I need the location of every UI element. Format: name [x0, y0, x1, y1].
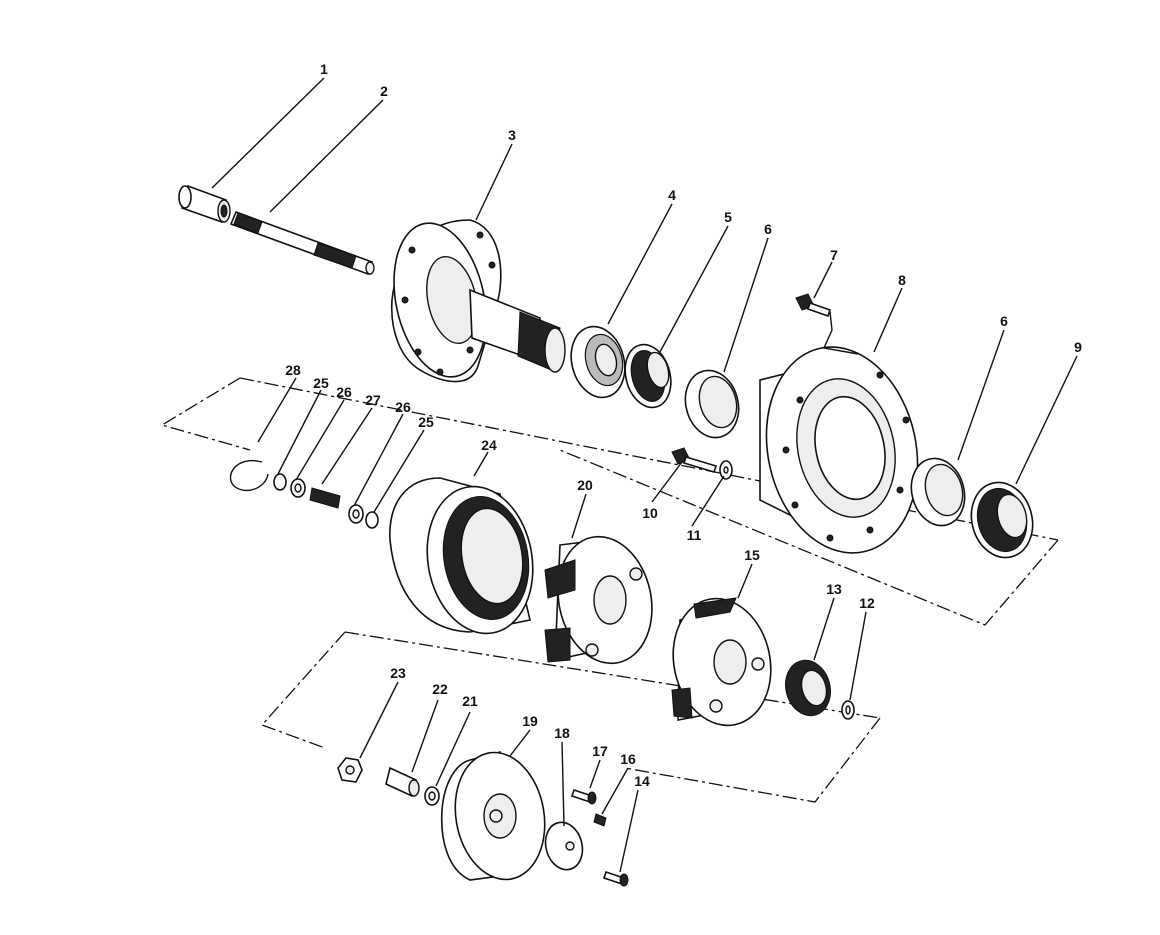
callout-7: 7 — [830, 247, 838, 263]
callout-25-a: 25 — [313, 375, 329, 391]
callout-27: 27 — [365, 392, 381, 408]
callout-12: 12 — [859, 595, 875, 611]
part-15-planet-carrier — [671, 597, 772, 727]
callout-3: 3 — [508, 127, 516, 143]
callout-25-b: 25 — [418, 414, 434, 430]
part-16-plug — [593, 813, 607, 827]
part-26-washer-a — [290, 478, 306, 498]
part-18-thrust-washer — [544, 821, 584, 871]
part-21-o-ring — [424, 786, 440, 806]
callout-17: 17 — [592, 743, 608, 759]
callout-19: 19 — [522, 713, 538, 729]
callout-10: 10 — [642, 505, 658, 521]
part-3-spindle-flange — [390, 219, 566, 383]
part-2-shaft — [229, 210, 375, 276]
part-8-hub — [759, 346, 919, 554]
callout-23: 23 — [390, 665, 406, 681]
callout-5: 5 — [724, 209, 732, 225]
callout-6-lower: 6 — [1000, 313, 1008, 329]
callout-21: 21 — [462, 693, 478, 709]
part-1-sleeve — [178, 184, 231, 224]
part-20-planet-carrier — [544, 535, 653, 665]
part-4-seal — [570, 325, 626, 399]
part-25-washer-a — [273, 473, 287, 491]
part-17-screw — [570, 788, 597, 805]
callout-2: 2 — [380, 83, 388, 99]
callout-6-upper: 6 — [764, 221, 772, 237]
callout-26-a: 26 — [336, 384, 352, 400]
part-7-bolt — [795, 293, 832, 318]
callout-24: 24 — [481, 437, 497, 453]
part-6-bearing-cup-upper — [684, 369, 740, 439]
part-9-cone-bearing — [970, 481, 1034, 559]
part-23-lock-tab — [337, 757, 363, 783]
part-14-screw — [602, 870, 629, 887]
part-6-bearing-cup-lower — [910, 457, 966, 527]
callout-14: 14 — [634, 773, 650, 789]
callout-labels: 1 2 3 4 5 6 7 8 6 9 28 25 26 27 26 25 24… — [285, 61, 1082, 789]
callout-20: 20 — [577, 477, 593, 493]
part-27-spring — [309, 487, 341, 509]
part-19-cover — [440, 750, 546, 881]
part-26-washer-b — [348, 504, 364, 524]
callout-4: 4 — [668, 187, 676, 203]
part-13-sun-gear — [785, 659, 831, 717]
callout-1: 1 — [320, 61, 328, 77]
callout-11: 11 — [687, 527, 702, 543]
callout-9: 9 — [1074, 339, 1082, 355]
part-11-washer — [719, 460, 733, 480]
callout-26-b: 26 — [395, 399, 411, 415]
callout-28: 28 — [285, 362, 301, 378]
part-22-pin — [385, 766, 420, 798]
part-25-washer-b — [365, 511, 379, 529]
part-28-snap-ring — [229, 459, 269, 492]
callout-15: 15 — [744, 547, 760, 563]
callout-16: 16 — [620, 751, 636, 767]
callout-8: 8 — [898, 272, 906, 288]
part-24-ring-gear — [389, 477, 534, 635]
part-10-bolt — [671, 447, 718, 473]
part-12-washer — [841, 700, 855, 720]
leader-lines — [211, 77, 1078, 873]
callout-22: 22 — [432, 681, 448, 697]
callout-13: 13 — [826, 581, 842, 597]
part-5-cone-bearing — [624, 343, 672, 409]
callout-18: 18 — [554, 725, 570, 741]
